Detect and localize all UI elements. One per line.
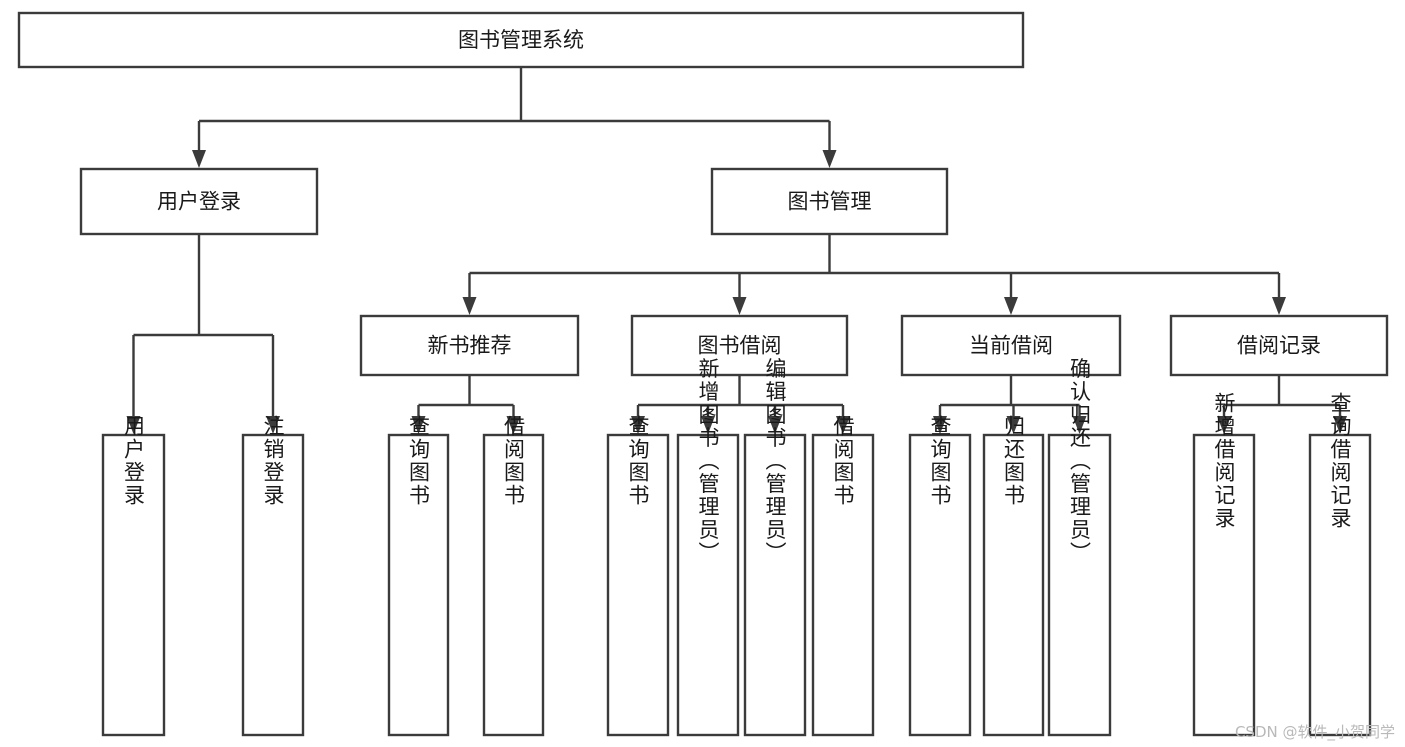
- node-label: 新增借阅记录: [1212, 392, 1236, 530]
- node-box: [908, 433, 972, 737]
- arrow-head-icon: [732, 297, 747, 315]
- node-leaf_10[interactable]: 确认归还（管理员）: [1047, 358, 1112, 737]
- node-box: [982, 433, 1045, 737]
- node-l1_0[interactable]: 用户登录: [79, 167, 319, 236]
- connector-layer: [126, 67, 1347, 434]
- node-box: [387, 433, 450, 737]
- node-leaf_2[interactable]: 查询图书: [387, 415, 450, 737]
- arrow-head-icon: [933, 416, 947, 434]
- arrow-head-icon: [701, 416, 715, 434]
- node-label: 用户登录: [157, 190, 241, 214]
- node-label: 新增图书（管理员）: [696, 358, 720, 565]
- csdn-watermark: CSDN @软件_小贺同学: [1234, 723, 1395, 741]
- node-leaf_3[interactable]: 借阅图书: [482, 415, 545, 737]
- node-label: 归还图书: [1002, 415, 1026, 507]
- node-label: 确认归还（管理员）: [1068, 358, 1092, 565]
- node-leaf_6[interactable]: 编辑图书（管理员）: [743, 358, 807, 737]
- arrow-head-icon: [631, 416, 645, 434]
- node-label: 注销登录: [261, 415, 285, 507]
- arrow-head-icon: [1217, 416, 1231, 434]
- node-leaf_11[interactable]: 新增借阅记录: [1192, 392, 1256, 737]
- node-l2_2[interactable]: 当前借阅: [900, 314, 1122, 377]
- node-box: [482, 433, 545, 737]
- node-box: [606, 433, 670, 737]
- node-label: 查询借阅记录: [1328, 392, 1352, 530]
- arrow-head-icon: [822, 150, 837, 168]
- node-box: [630, 314, 849, 377]
- node-leaf_12[interactable]: 查询借阅记录: [1308, 392, 1372, 737]
- node-box: [1047, 433, 1112, 737]
- node-leaf_1[interactable]: 注销登录: [241, 415, 305, 737]
- node-root[interactable]: 图书管理系统: [17, 11, 1025, 69]
- node-l2_1[interactable]: 图书借阅: [630, 314, 849, 377]
- arrow-head-icon: [126, 416, 141, 434]
- arrow-head-icon: [1004, 297, 1018, 315]
- node-box: [811, 433, 875, 737]
- node-label: 借阅图书: [502, 415, 526, 507]
- node-leaf_4[interactable]: 查询图书: [606, 415, 670, 737]
- arrow-head-icon: [506, 416, 521, 434]
- node-l2_0[interactable]: 新书推荐: [359, 314, 580, 377]
- node-box: [1308, 433, 1372, 737]
- arrow-head-icon: [411, 416, 426, 434]
- node-label: 借阅图书: [831, 415, 855, 507]
- node-leaf_7[interactable]: 借阅图书: [811, 415, 875, 737]
- node-label: 编辑图书（管理员）: [763, 358, 787, 565]
- node-box: [79, 167, 319, 236]
- arrow-head-icon: [192, 150, 206, 168]
- node-box: [1169, 314, 1389, 377]
- node-label: 图书借阅: [698, 334, 782, 358]
- arrow-head-icon: [836, 416, 850, 434]
- node-box: [17, 11, 1025, 69]
- node-label: 查询图书: [928, 415, 952, 507]
- node-label: 查询图书: [407, 415, 431, 507]
- arrow-head-icon: [1072, 416, 1087, 434]
- arrow-head-icon: [266, 416, 280, 434]
- node-label: 新书推荐: [428, 334, 512, 358]
- node-leaf_8[interactable]: 查询图书: [908, 415, 972, 737]
- arrow-head-icon: [768, 416, 782, 434]
- node-leaf_0[interactable]: 用户登录: [101, 415, 166, 737]
- arrow-head-icon: [462, 297, 477, 315]
- node-box: [710, 167, 949, 236]
- node-label: 查询图书: [626, 415, 650, 507]
- node-box: [743, 433, 807, 737]
- node-label: 图书管理: [788, 190, 872, 214]
- node-l1_1[interactable]: 图书管理: [710, 167, 949, 236]
- arrow-head-icon: [1272, 297, 1286, 315]
- node-leaf_5[interactable]: 新增图书（管理员）: [676, 358, 740, 737]
- node-box: [359, 314, 580, 377]
- node-box: [241, 433, 305, 737]
- node-label: 图书管理系统: [458, 28, 584, 52]
- node-box: [676, 433, 740, 737]
- arrow-head-icon: [1006, 416, 1021, 434]
- node-label: 用户登录: [122, 415, 146, 507]
- node-layer: 图书管理系统用户登录图书管理新书推荐图书借阅当前借阅借阅记录用户登录注销登录查询…: [17, 11, 1389, 737]
- node-box: [900, 314, 1122, 377]
- node-leaf_9[interactable]: 归还图书: [982, 415, 1045, 737]
- node-box: [101, 433, 166, 737]
- arrow-head-icon: [1333, 416, 1347, 434]
- node-label: 当前借阅: [969, 334, 1053, 358]
- node-l2_3[interactable]: 借阅记录: [1169, 314, 1389, 377]
- node-label: 借阅记录: [1237, 334, 1321, 358]
- node-box: [1192, 433, 1256, 737]
